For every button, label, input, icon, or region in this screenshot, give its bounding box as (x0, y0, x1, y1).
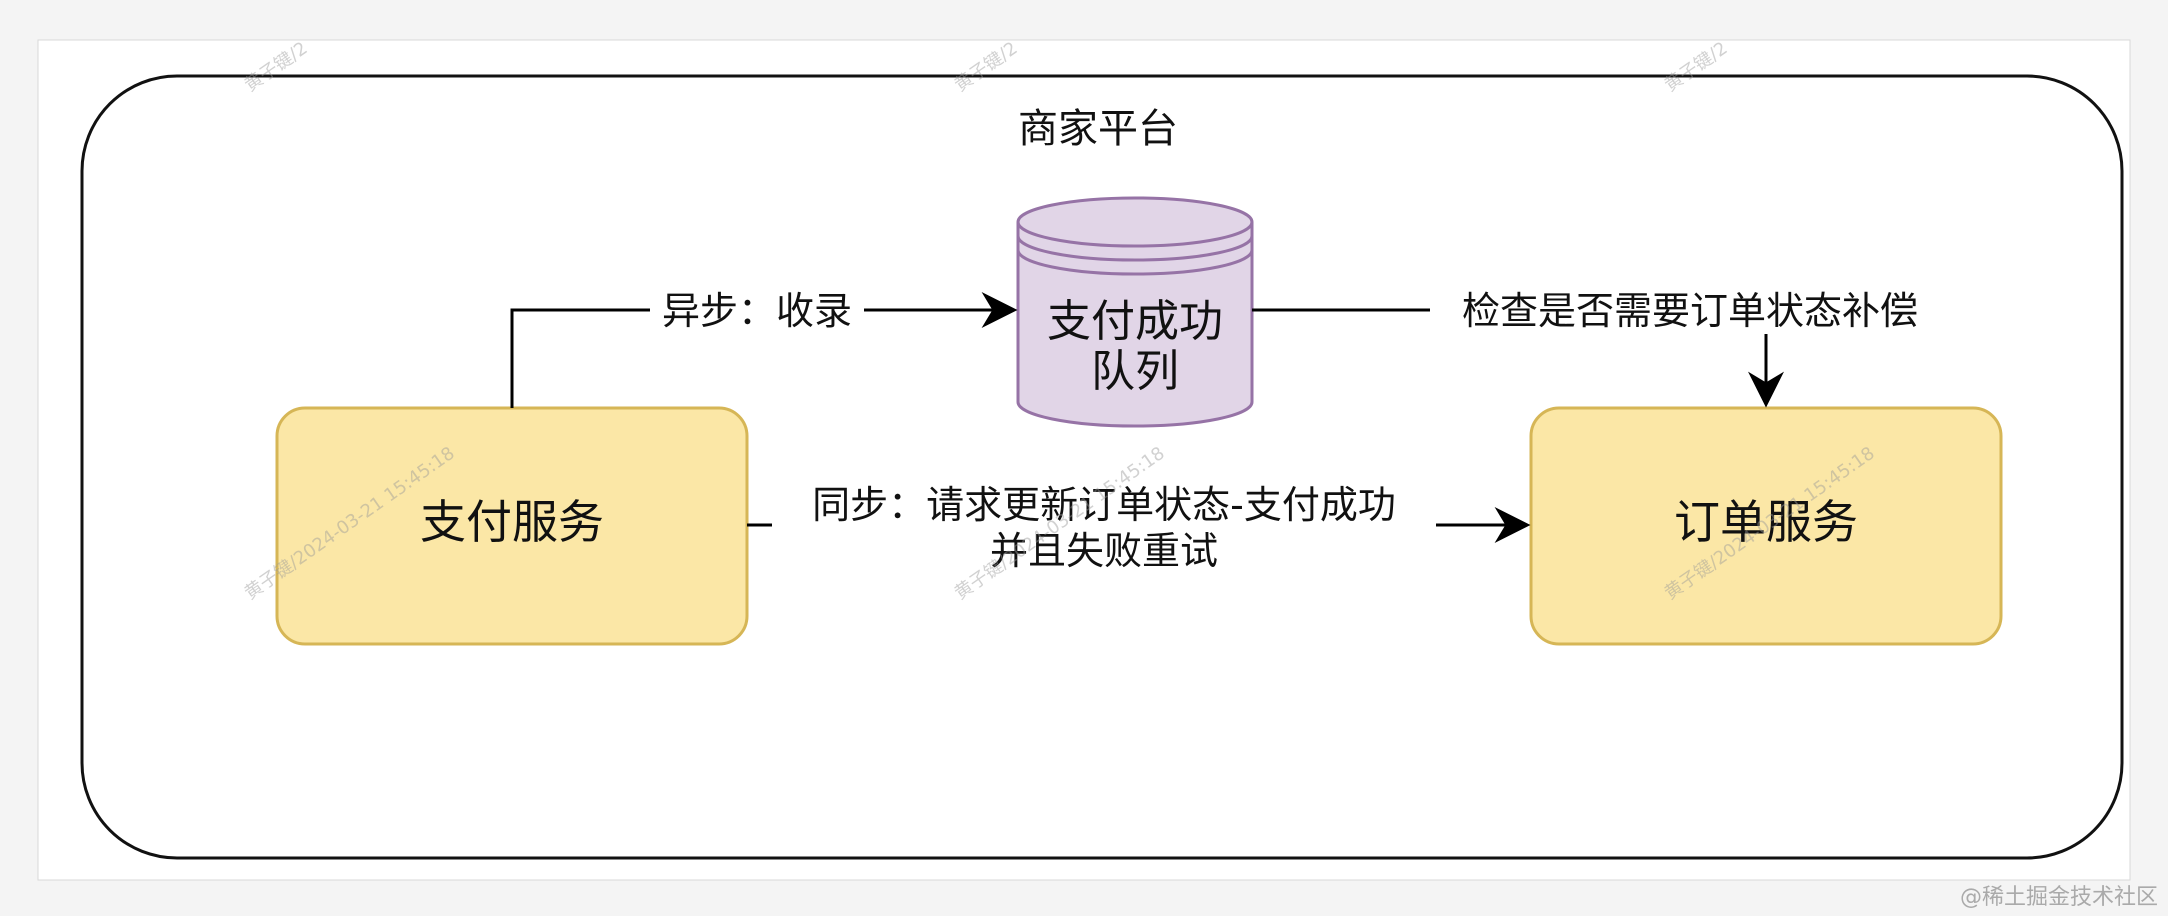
order-service-box (1529, 406, 2003, 646)
sync-edge-label-line2: 并且失败重试 (990, 529, 1218, 573)
queue-label-line1: 支付成功 (1047, 296, 1223, 347)
sync-edge-label-line1: 同步：请求更新订单状态-支付成功 (812, 483, 1396, 527)
container-title: 商家平台 (1018, 106, 1178, 152)
payment-service-label: 支付服务 (420, 495, 604, 549)
container-merchant-platform (80, 74, 2124, 860)
async-edge-label: 异步：收录 (662, 289, 852, 333)
queue-label-line2: 队列 (1091, 346, 1179, 397)
footer-watermark: @稀土掘金技术社区 (1960, 885, 2158, 910)
async-edge-segment-1 (510, 308, 650, 408)
check-edge-label: 检查是否需要订单状态补偿 (1462, 289, 1918, 333)
queue-cylinder (1016, 196, 1254, 428)
order-service-label: 订单服务 (1674, 495, 1858, 549)
